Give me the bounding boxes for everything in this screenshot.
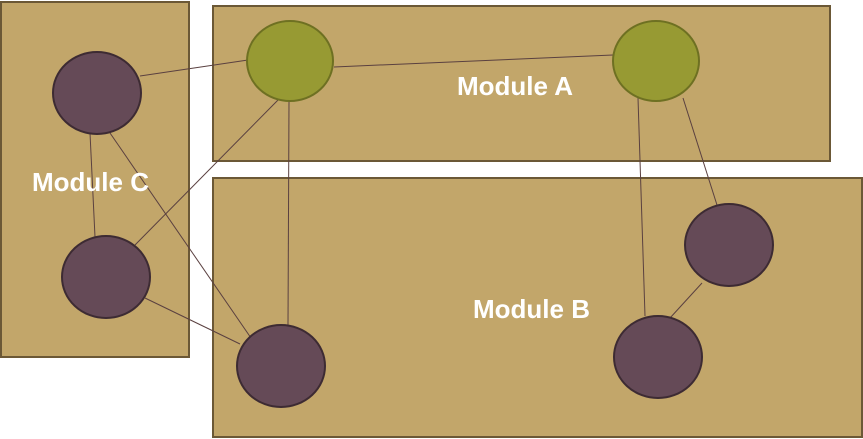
edge-a2-b2 — [637, 97, 646, 317]
edge-a2-b3 — [682, 97, 718, 206]
edge-b2-b3 — [669, 282, 703, 319]
edge-c1-b1 — [109, 132, 252, 339]
node-c2 — [61, 235, 151, 319]
module-b-label: Module B — [473, 294, 590, 324]
node-b3 — [684, 203, 774, 287]
node-a2 — [612, 20, 700, 102]
edge-a1-b1 — [287, 100, 290, 326]
nodes-layer — [52, 20, 774, 408]
module-c-label: Module C — [32, 167, 149, 197]
edge-c1-c2 — [89, 132, 96, 238]
edge-a1-a2 — [333, 54, 614, 68]
node-a1 — [246, 20, 334, 102]
node-c1 — [52, 51, 142, 135]
module-a-label: Module A — [457, 71, 573, 101]
edge-c1-a1 — [139, 59, 249, 77]
node-b1 — [236, 324, 326, 408]
edge-c2-a1 — [134, 98, 280, 246]
node-b2 — [613, 315, 703, 399]
edges-layer — [89, 54, 718, 345]
edge-c2-b1 — [144, 297, 241, 345]
